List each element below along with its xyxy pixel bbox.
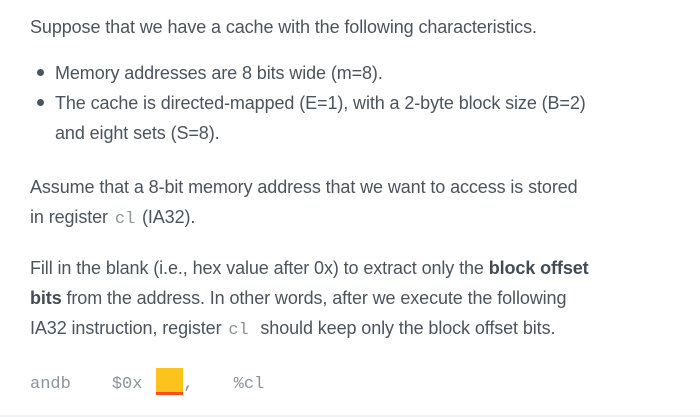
task-text: should keep only the block offset bits. xyxy=(250,318,556,338)
list-item: Memory addresses are 8 bits wide (m=8). xyxy=(30,58,682,88)
assume-line: in register cl (IA32). xyxy=(30,202,682,235)
question-intro: Suppose that we have a cache with the fo… xyxy=(30,12,682,42)
intro-text: Suppose that we have a cache with the fo… xyxy=(30,17,537,37)
answer-blank-input[interactable] xyxy=(156,368,184,395)
bullet-text: and eight sets (S=8). xyxy=(55,123,220,143)
list-item: The cache is directed-mapped (E=1), with… xyxy=(30,88,682,148)
task-line: IA32 instruction, register cl should kee… xyxy=(30,313,682,346)
task-text: from the address. In other words, after … xyxy=(61,288,567,308)
bullet-icon xyxy=(37,69,44,76)
task-bold-text: bits xyxy=(30,288,62,308)
assembly-instruction: andb $0x, %cl xyxy=(30,368,682,400)
register-inline-code: cl xyxy=(228,321,249,340)
task-paragraph: Fill in the blank (i.e., hex value after… xyxy=(30,253,682,346)
comma-text: , xyxy=(183,375,194,394)
assume-paragraph: Assume that a 8-bit memory address that … xyxy=(30,172,682,235)
task-text: IA32 instruction, register xyxy=(30,318,227,338)
characteristics-list: Memory addresses are 8 bits wide (m=8). … xyxy=(30,58,682,148)
bullet-icon xyxy=(37,99,44,106)
bullet-text: The cache is directed-mapped (E=1), with… xyxy=(55,93,586,113)
task-line: Fill in the blank (i.e., hex value after… xyxy=(30,253,682,283)
register-inline-code: cl xyxy=(114,210,136,229)
task-text: Fill in the blank (i.e., hex value after… xyxy=(30,258,489,278)
operand-prefix: $0x xyxy=(111,375,143,394)
register-operand: %cl xyxy=(233,375,265,394)
instruction-mnemonic: andb xyxy=(30,375,71,394)
assume-line: Assume that a 8-bit memory address that … xyxy=(30,177,578,197)
assume-text: (IA32). xyxy=(137,207,196,227)
task-bold-text: block offset xyxy=(488,258,589,278)
task-line: bits from the address. In other words, a… xyxy=(30,283,682,313)
bullet-text: Memory addresses are 8 bits wide (m=8). xyxy=(55,63,383,83)
assume-text: in register xyxy=(30,207,113,227)
